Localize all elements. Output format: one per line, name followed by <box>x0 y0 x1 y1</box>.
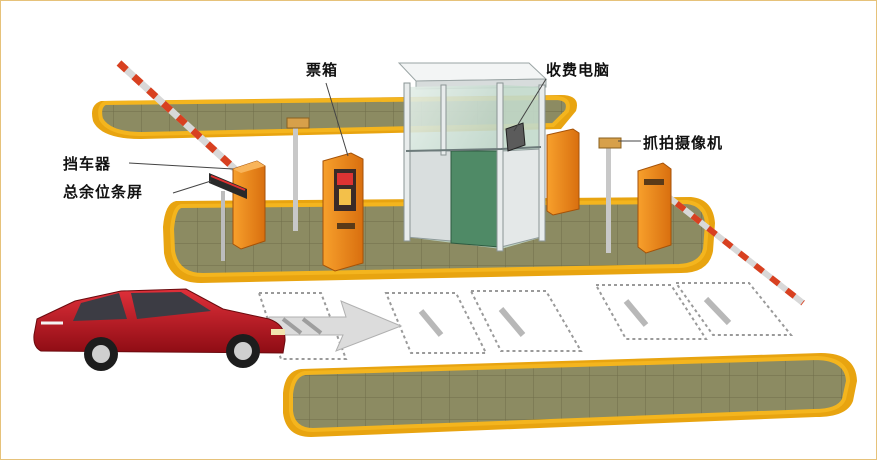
car-icon <box>33 288 286 371</box>
toll-computer-label: 收费电脑 <box>546 61 611 79</box>
barrier-gate-label: 挡车器 <box>63 155 112 173</box>
leader-lines <box>128 78 641 194</box>
space-display-sign <box>209 173 247 261</box>
ticket-box-label: 票箱 <box>306 61 339 79</box>
camera-pole-entry <box>286 117 310 231</box>
camera-pole-exit <box>598 137 622 253</box>
ticket-box <box>322 152 364 272</box>
toll-booth <box>397 62 548 252</box>
capture-camera-label: 抓拍摄像机 <box>643 134 724 152</box>
stall-stripes <box>418 296 732 337</box>
front-island <box>283 353 857 437</box>
barrier-gate-cabinet <box>232 160 266 250</box>
space-display-label: 总余位条屏 <box>63 183 144 201</box>
arrow-right-icon <box>268 300 403 352</box>
barrier-arm-exit <box>659 188 805 306</box>
pavement-markings <box>257 282 794 360</box>
exit-cabinet <box>546 128 580 216</box>
exit-barrier-gate-cabinet <box>637 162 672 254</box>
